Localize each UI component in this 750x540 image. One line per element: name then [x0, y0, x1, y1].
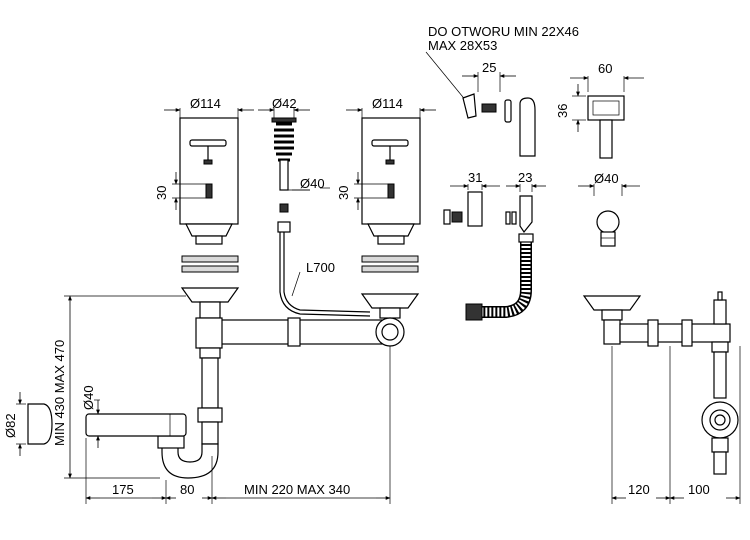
- dim-L700-label: L700: [306, 260, 335, 275]
- gaskets: [181, 255, 419, 273]
- dim-25: 25: [462, 60, 516, 92]
- dim-d114-left-label: Ø114: [190, 96, 221, 111]
- dim-d40-trap-label: Ø40: [81, 385, 96, 410]
- flex-overflow-hose: [465, 233, 534, 321]
- overflow-connector-parts: 31 23: [443, 170, 546, 234]
- dim-width-label: MIN 220 MAX 340: [244, 482, 350, 497]
- dim-height: MIN 430 MAX 470: [52, 295, 186, 479]
- side-view-siphon: 120 100: [582, 291, 741, 504]
- dim-25-label: 25: [482, 60, 496, 75]
- dim-31-label: 31: [468, 170, 482, 185]
- dim-d40-trap: Ø40: [81, 385, 100, 448]
- dim-d114-right-label: Ø114: [372, 96, 403, 111]
- strainer-right: Ø114 30: [336, 96, 436, 245]
- note-line-1: DO OTWORU MIN 22X46: [428, 24, 579, 39]
- dim-80-label: 80: [180, 482, 194, 497]
- dim-d82-label: Ø82: [3, 413, 18, 438]
- overflow-plate-part: [462, 93, 536, 157]
- dim-30-right-label: 30: [336, 186, 351, 200]
- rosette-d82: Ø82: [3, 392, 53, 456]
- dim-30-left-label: 30: [154, 186, 169, 200]
- dim-bottom-left: 175 80 MIN 220 MAX 340: [85, 346, 391, 504]
- dim-100-label: 100: [688, 482, 710, 497]
- dim-height-label: MIN 430 MAX 470: [52, 340, 67, 446]
- overflow-tube-L700: L700: [277, 203, 371, 317]
- strainer-plug: Ø42 Ø40: [258, 96, 330, 191]
- dim-36-label: 36: [555, 104, 570, 118]
- dim-d40-side-label: Ø40: [594, 171, 619, 186]
- strainer-left: Ø114 30: [154, 96, 254, 245]
- dim-60-label: 60: [598, 61, 612, 76]
- dim-120-label: 120: [628, 482, 650, 497]
- overflow-note: DO OTWORU MIN 22X46 MAX 28X53: [425, 24, 579, 103]
- dim-23-label: 23: [518, 170, 532, 185]
- round-overflow-side: Ø40: [578, 171, 640, 247]
- dim-175-label: 175: [112, 482, 134, 497]
- note-line-2: MAX 28X53: [428, 38, 497, 53]
- main-siphon: [85, 287, 420, 479]
- dim-d42-label: Ø42: [272, 96, 297, 111]
- dim-d40-top-label: Ø40: [300, 176, 325, 191]
- rect-overflow-part: 60 36: [555, 61, 644, 159]
